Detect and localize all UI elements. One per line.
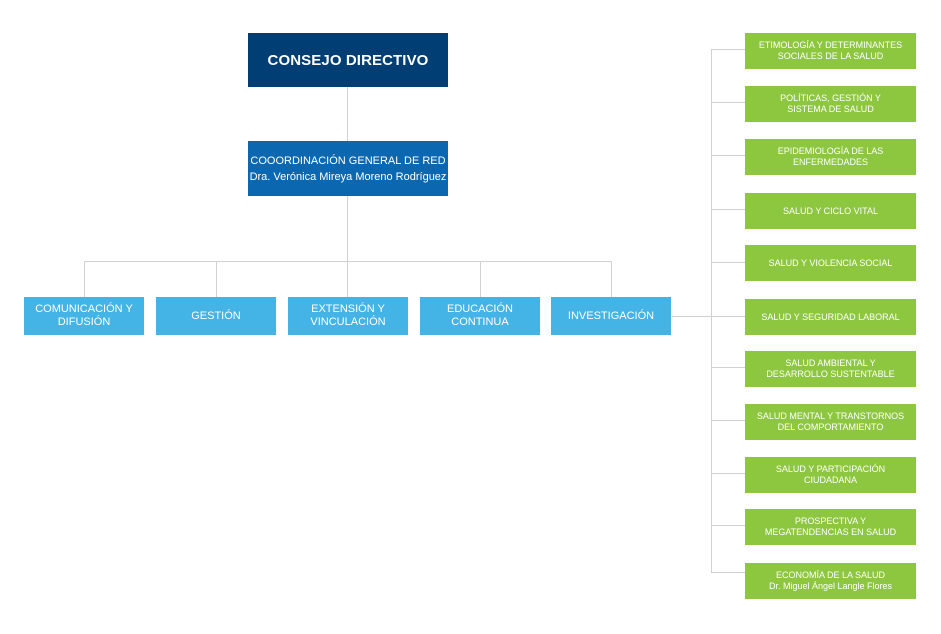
department-label-line2: VINCULACIÓN: [310, 316, 386, 328]
connector-line-stub: [711, 420, 745, 421]
research-line-label-line1: SALUD Y CICLO VITAL: [782, 205, 879, 216]
connector-investigacion-to-lines: [672, 316, 711, 317]
research-line-label-line1: POLÍTICAS, GESTIÓN Y: [780, 93, 881, 103]
research-line-label-line1: PROSPECTIVA Y: [794, 516, 867, 526]
connector-drop-gestion: [216, 261, 217, 297]
research-line-label-line2: Dr. Miguel Ángel Langle Flores: [768, 581, 893, 591]
department-investigacion: INVESTIGACIÓN: [551, 297, 671, 335]
research-line-label-line2: CIUDADANA: [803, 475, 857, 485]
research-line-label-line2: ENFERMEDADES: [792, 157, 868, 167]
department-gestion: GESTIÓN: [156, 297, 276, 335]
council-label: CONSEJO DIRECTIVO: [267, 51, 429, 69]
department-label-line2: DIFUSIÓN: [57, 316, 111, 328]
research-line-label-line2: MEGATENDENCIAS EN SALUD: [764, 527, 897, 537]
research-line-label-line1: EPIDEMIOLOGÍA DE LAS: [777, 146, 884, 156]
connector-line-stub: [711, 209, 745, 210]
research-line-salud-mental: SALUD MENTAL Y TRANSTORNOS DEL COMPORTAM…: [745, 404, 916, 440]
coordination-person: Dra. Verónica Mireya Moreno Rodríguez: [249, 170, 447, 183]
connector-coordination-down: [347, 196, 348, 261]
research-line-label-line1: SALUD Y SEGURIDAD LABORAL: [761, 311, 900, 322]
research-line-label-line1: SALUD AMBIENTAL Y: [785, 358, 876, 368]
connector-drop-educacion: [480, 261, 481, 297]
research-line-label-line1: ETIMOLOGÍA Y DETERMINANTES: [758, 40, 903, 50]
coordination-title: COOORDINACIÓN GENERAL DE RED: [250, 154, 446, 167]
research-line-label-line1: SALUD MENTAL Y TRANSTORNOS: [756, 411, 905, 421]
department-educacion-continua: EDUCACIÓN CONTINUA: [420, 297, 540, 335]
department-label-line1: EXTENSIÓN Y: [311, 303, 385, 315]
research-line-politicas: POLÍTICAS, GESTIÓN Y SISTEMA DE SALUD: [745, 86, 916, 122]
research-line-economia: ECONOMÍA DE LA SALUD Dr. Miguel Ángel La…: [745, 563, 916, 599]
research-line-label-line1: SALUD Y PARTICIPACIÓN: [775, 464, 886, 474]
department-comunicacion-difusion: COMUNICACIÓN Y DIFUSIÓN: [24, 297, 144, 335]
department-label-line1: INVESTIGACIÓN: [567, 309, 655, 322]
research-line-label-line2: DESARROLLO SUSTENTABLE: [766, 369, 895, 379]
connector-drop-comunicacion: [84, 261, 85, 297]
research-line-prospectiva: PROSPECTIVA Y MEGATENDENCIAS EN SALUD: [745, 509, 916, 545]
coordination-box: COOORDINACIÓN GENERAL DE RED Dra. Veróni…: [248, 141, 448, 196]
department-label-line1: EDUCACIÓN: [446, 303, 513, 315]
research-line-label-line2: DEL COMPORTAMIENTO: [777, 422, 884, 432]
research-line-label-line2: SOCIALES DE LA SALUD: [777, 51, 884, 61]
research-line-epidemiologia: EPIDEMIOLOGÍA DE LAS ENFERMEDADES: [745, 139, 916, 175]
connector-council-coordination: [347, 87, 348, 141]
research-line-seguridad-laboral: SALUD Y SEGURIDAD LABORAL: [745, 299, 916, 335]
research-line-label-line1: SALUD Y VIOLENCIA SOCIAL: [768, 257, 893, 268]
connector-line-stub: [711, 49, 745, 50]
department-label-line1: GESTIÓN: [191, 309, 241, 322]
connector-departments-horizontal: [84, 261, 612, 262]
connector-line-stub: [711, 473, 745, 474]
council-box: CONSEJO DIRECTIVO: [248, 33, 448, 87]
connector-line-stub: [711, 155, 745, 156]
connector-line-stub: [711, 262, 745, 263]
research-line-label-line2: SISTEMA DE SALUD: [787, 104, 874, 114]
department-label-line2: CONTINUA: [451, 316, 509, 328]
connector-line-stub: [711, 525, 745, 526]
connector-line-stub: [711, 367, 745, 368]
connector-lines-vertical: [711, 49, 712, 573]
connector-drop-extension: [347, 261, 348, 297]
research-line-violencia-social: SALUD Y VIOLENCIA SOCIAL: [745, 245, 916, 281]
connector-line-stub: [711, 572, 745, 573]
connector-line-stub: [711, 102, 745, 103]
research-line-participacion: SALUD Y PARTICIPACIÓN CIUDADANA: [745, 457, 916, 493]
research-line-etimologia: ETIMOLOGÍA Y DETERMINANTES SOCIALES DE L…: [745, 33, 916, 69]
research-line-label-line1: ECONOMÍA DE LA SALUD: [775, 570, 886, 580]
connector-line-stub: [711, 316, 745, 317]
connector-drop-investigacion: [611, 261, 612, 297]
research-line-ciclo-vital: SALUD Y CICLO VITAL: [745, 193, 916, 229]
department-label-line1: COMUNICACIÓN Y: [35, 303, 133, 315]
research-line-ambiental: SALUD AMBIENTAL Y DESARROLLO SUSTENTABLE: [745, 351, 916, 387]
department-extension-vinculacion: EXTENSIÓN Y VINCULACIÓN: [288, 297, 408, 335]
